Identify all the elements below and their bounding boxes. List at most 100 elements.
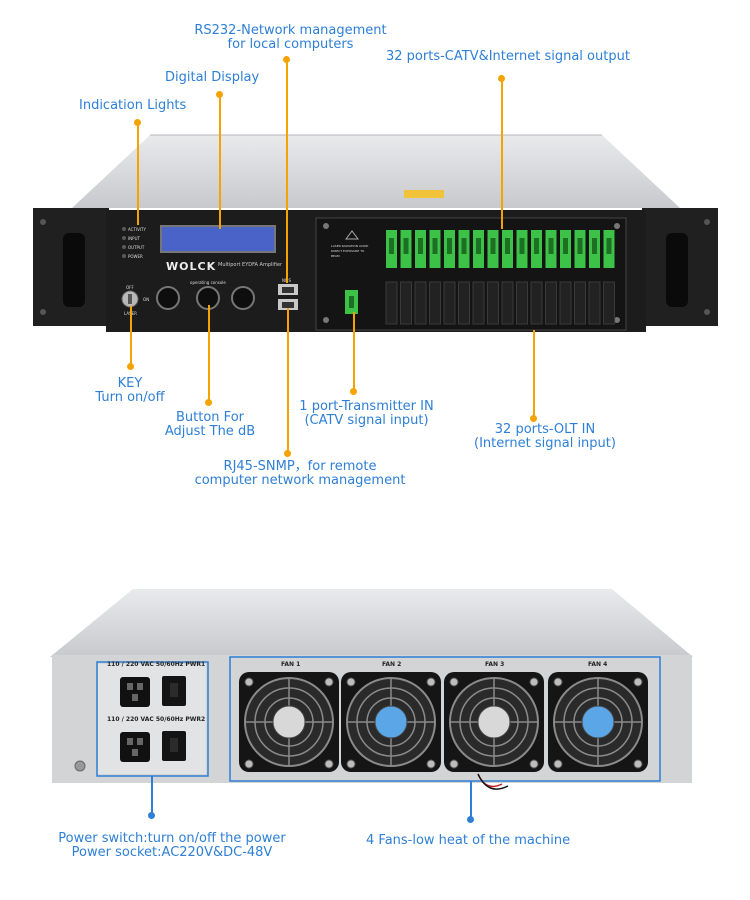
catv-output-connector-core xyxy=(563,238,568,254)
pointer-line-power xyxy=(151,776,153,814)
olt-input-connector xyxy=(414,281,427,325)
key-off-label: OFF xyxy=(126,285,134,290)
fan-screw xyxy=(346,759,356,769)
fan-group xyxy=(239,672,648,772)
caution-sticker xyxy=(404,190,444,198)
led-label-power: POWER xyxy=(128,254,143,259)
catv-output-connector-core xyxy=(447,238,452,254)
catv-output-connector-core xyxy=(476,238,481,254)
fan4-label: FAN 4 xyxy=(588,661,608,668)
pointer-dot-olt xyxy=(530,415,537,422)
fan-screw xyxy=(426,759,436,769)
catv-output-label: 32 ports-CATV&Internet signal output xyxy=(386,49,630,64)
olt-input-connector xyxy=(400,281,412,325)
olt-input-connector xyxy=(429,281,441,325)
olt-input-connector xyxy=(385,281,398,325)
fan2-label: FAN 2 xyxy=(382,661,402,668)
fan-screw xyxy=(324,677,334,687)
rs232-label: RS232-Network management for local compu… xyxy=(194,23,387,52)
olt-input-connector xyxy=(574,281,586,325)
pointer-line-button xyxy=(208,305,210,400)
pointer-line-fans xyxy=(470,781,472,819)
pointer-dot-fans xyxy=(467,816,474,823)
olt-input-ports xyxy=(385,281,615,325)
catv-output-connector-core xyxy=(519,238,525,254)
pointer-line-rj45 xyxy=(287,308,289,451)
brand-logo: WOLCK xyxy=(166,260,217,273)
button-db-label: Button For Adjust The dB xyxy=(164,410,256,439)
fan-screw xyxy=(346,677,356,687)
olt-input-connector xyxy=(588,281,601,325)
digital-display-label: Digital Display xyxy=(165,70,260,85)
pointer-dot-lights xyxy=(134,119,141,126)
laser-warning-text: LASER RADIATION AVOID DIRECT EXPOSURE TO… xyxy=(331,244,369,258)
fan-screw xyxy=(529,677,539,687)
fan-hub-sticker xyxy=(477,705,511,739)
olt-input-connector xyxy=(472,281,485,325)
model-name: Multiport EYDFA Amplifier xyxy=(218,262,283,268)
transmitter-in-label: 1 port-Transmitter IN (CATV signal input… xyxy=(299,399,434,428)
fan-screw xyxy=(449,677,459,687)
pwr2-label: 110 / 220 VAC 50/60Hz PWR2 xyxy=(107,716,206,723)
digital-display xyxy=(160,225,276,253)
front-panel-device xyxy=(33,134,718,332)
pointer-line-olt xyxy=(533,330,535,416)
catv-output-connector-core xyxy=(505,238,510,254)
catv-output-connector-core xyxy=(403,238,409,254)
pointer-dot-display xyxy=(216,91,223,98)
fan-screw xyxy=(324,759,334,769)
pointer-line-key xyxy=(130,306,132,364)
pointer-dot-rs232 xyxy=(283,56,290,63)
chassis-top xyxy=(72,135,680,208)
pointer-dot-power xyxy=(148,812,155,819)
fan3-label: FAN 3 xyxy=(485,661,505,668)
catv-output-connector-core xyxy=(389,238,394,254)
pointer-line-display xyxy=(219,95,221,229)
pointer-line-catv xyxy=(501,79,503,229)
olt-in-label: 32 ports-OLT IN (Internet signal input) xyxy=(474,422,616,451)
fan-hub-sticker xyxy=(581,705,615,739)
fan-screw xyxy=(633,677,643,687)
pwr1-label: 110 / 220 VAC 50/60Hz PWR1 xyxy=(107,661,206,668)
catv-output-connector-core xyxy=(534,238,539,254)
power-label: Power switch:turn on/off the power Power… xyxy=(58,831,286,860)
olt-input-connector xyxy=(545,281,557,325)
fan-screw xyxy=(529,759,539,769)
olt-input-connector xyxy=(516,281,528,325)
pointer-line-lights xyxy=(137,123,139,225)
catv-output-connector-core xyxy=(490,238,496,254)
olt-input-connector xyxy=(501,281,514,325)
power-module xyxy=(98,664,206,774)
catv-output-connector-core xyxy=(548,238,554,254)
fan-hub-sticker xyxy=(374,705,408,739)
pointer-dot-transmitter xyxy=(350,388,357,395)
catv-output-connector-core xyxy=(592,238,597,254)
key-on-label: ON xyxy=(143,297,150,302)
power-socket-1 xyxy=(120,677,150,707)
power-socket-2 xyxy=(120,732,150,762)
olt-input-connector xyxy=(443,281,456,325)
adjust-buttons xyxy=(156,286,255,310)
catv-output-connector-core xyxy=(432,238,438,254)
key-label: KEY Turn on/off xyxy=(95,376,165,405)
olt-input-connector xyxy=(458,281,470,325)
pointer-line-rs232 xyxy=(286,60,288,283)
indication-lights-label: Indication Lights xyxy=(79,98,187,113)
fan-screw xyxy=(449,759,459,769)
fan1-label: FAN 1 xyxy=(281,661,301,668)
fan-hub-sticker xyxy=(272,705,306,739)
rj45-label: RJ45-SNMP，for remote computer network ma… xyxy=(194,459,406,488)
console-label: operating console xyxy=(190,280,226,285)
olt-input-connector xyxy=(603,281,615,325)
catv-output-connector-core xyxy=(418,238,423,254)
indication-leds xyxy=(122,227,126,258)
olt-input-connector xyxy=(559,281,572,325)
pointer-dot-key xyxy=(127,363,134,370)
pointer-dot-button xyxy=(205,399,212,406)
led-label-input: INPUT xyxy=(128,236,140,241)
rear-panel-device xyxy=(50,589,693,790)
catv-output-connector-core xyxy=(606,238,612,254)
olt-input-connector xyxy=(487,281,499,325)
fan-screw xyxy=(244,759,254,769)
fan-screw xyxy=(244,677,254,687)
